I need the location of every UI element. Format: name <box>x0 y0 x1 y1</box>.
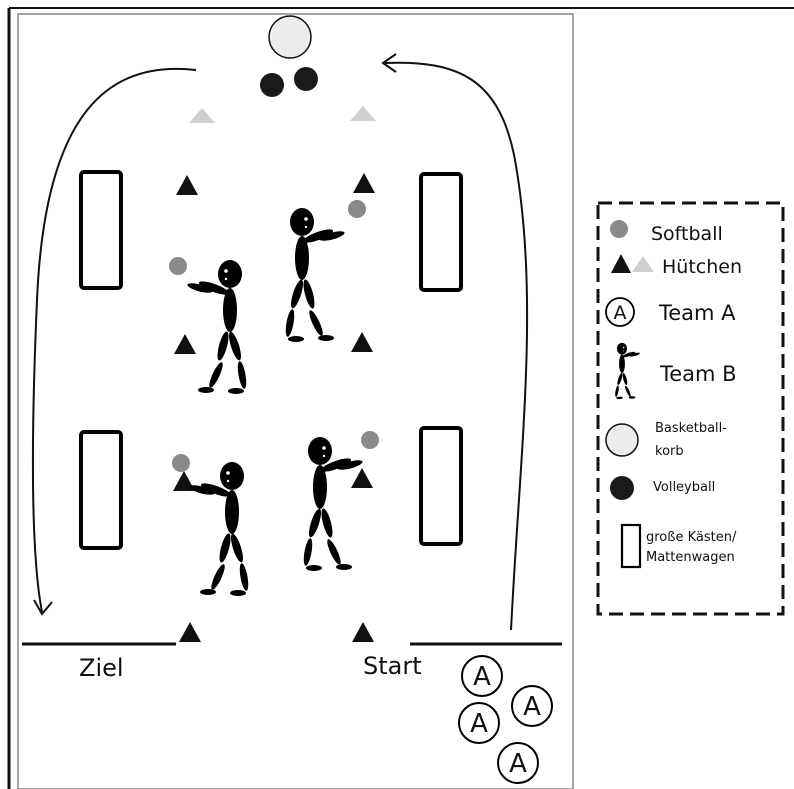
grey-cone <box>350 106 376 121</box>
black-cone <box>352 622 374 642</box>
black-cone <box>173 471 195 491</box>
team-a-player: A <box>497 742 539 784</box>
legend-team-b-label: Team B <box>659 362 737 386</box>
legend-cone-grey-swatch <box>632 256 654 272</box>
black-cone <box>176 175 198 195</box>
team-a-player: A <box>511 685 553 727</box>
box <box>79 170 123 290</box>
basketball-hoop <box>268 15 312 59</box>
volleyball <box>294 67 318 91</box>
team-a-player: A <box>458 702 500 744</box>
softball <box>361 431 379 449</box>
legend-softball-swatch <box>610 220 628 238</box>
black-cone <box>351 468 373 488</box>
legend-basket-label-line1: Basketball- <box>655 421 727 436</box>
box <box>419 426 463 546</box>
softball <box>169 257 187 275</box>
softball <box>348 200 366 218</box>
grey-cone <box>189 108 215 123</box>
legend-team-a-symbol: A <box>614 302 627 324</box>
start-label: Start <box>363 652 422 680</box>
legend-box-swatch <box>620 523 642 569</box>
team-a-symbol: A <box>523 692 541 722</box>
path-arrow-right <box>384 61 529 631</box>
path-arrow-left <box>31 67 197 613</box>
team-a-symbol: A <box>473 662 491 692</box>
volleyball <box>260 73 284 97</box>
arrowhead-right <box>381 53 397 73</box>
legend-volleyball-swatch <box>610 476 634 500</box>
black-cone <box>351 332 373 352</box>
softball <box>172 454 190 472</box>
black-cone <box>179 622 201 642</box>
black-cone <box>353 173 375 193</box>
team-a-player: A <box>461 655 503 697</box>
legend-boxes-label-line1: große Kästen/ <box>646 530 737 545</box>
legend-volleyball-label: Volleyball <box>653 480 715 495</box>
box <box>79 430 123 550</box>
legend-boxes-label-line2: Mattenwagen <box>646 550 735 565</box>
finish-label: Ziel <box>79 654 124 682</box>
legend-softball-label: Softball <box>651 223 723 245</box>
legend-team-a-label: Team A <box>658 301 736 325</box>
box <box>419 172 463 292</box>
legend-basket-label-line2: korb <box>655 444 684 459</box>
team-a-symbol: A <box>509 749 527 779</box>
black-cone <box>174 334 196 354</box>
legend-team-a-swatch: A <box>605 297 635 327</box>
legend-basket-swatch <box>605 423 639 457</box>
legend-cone-black-swatch <box>611 254 631 273</box>
legend-cones-label: Hütchen <box>662 256 742 278</box>
arrowhead-left <box>33 599 53 616</box>
team-a-symbol: A <box>470 709 488 739</box>
